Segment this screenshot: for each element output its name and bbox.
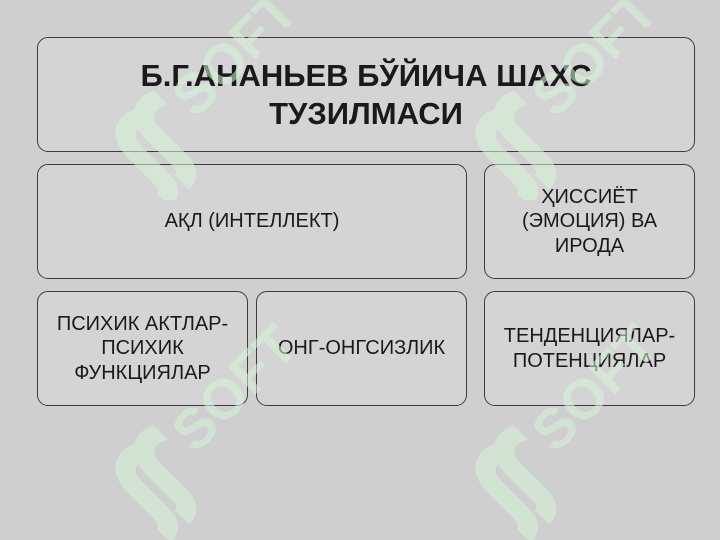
box-emotion-will: ҲИССИЁТ (ЭМОЦИЯ) ВА ИРОДА [484,164,695,279]
diagram-title: Б.Г.АНАНЬЕВ БЎЙИЧА ШАХС ТУЗИЛМАСИ [37,37,695,152]
box-intellect: АҚЛ (ИНТЕЛЛЕКТ) [37,164,467,279]
box-psychic-acts: ПСИХИК АКТЛАР- ПСИХИК ФУНКЦИЯЛАР [37,291,248,406]
box-tendencies: ТЕНДЕНЦИЯЛАР- ПОТЕНЦИЯЛАР [484,291,695,406]
box-conscious-unconscious: ОНГ-ОНГСИЗЛИК [256,291,467,406]
